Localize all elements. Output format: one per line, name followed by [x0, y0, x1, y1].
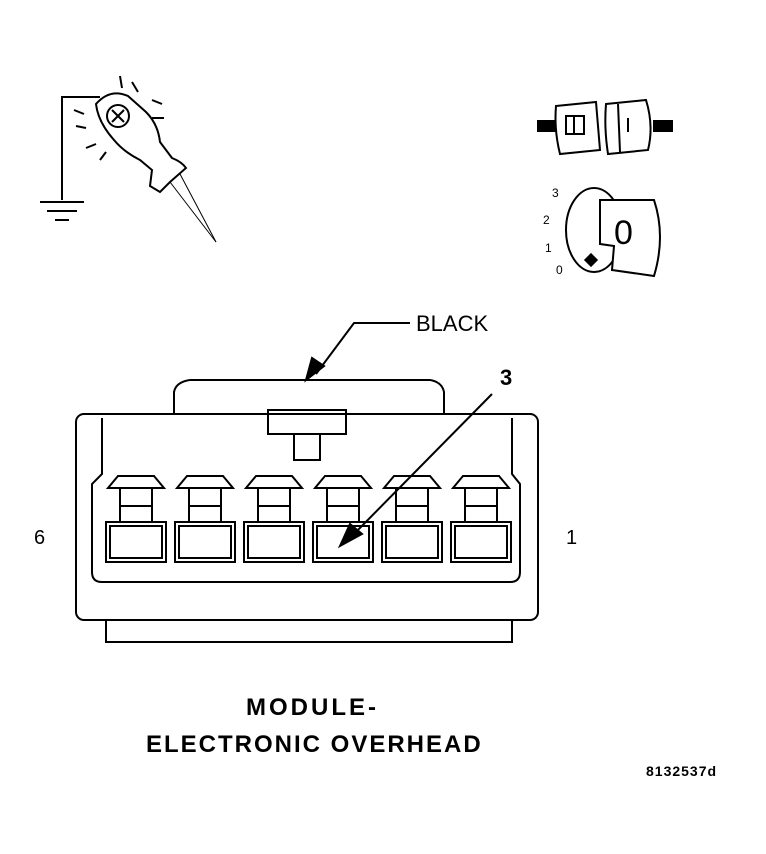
figure-id: 8132537d — [646, 763, 718, 779]
ignition-position-3: 3 — [552, 186, 559, 200]
pin-cavity — [450, 475, 512, 563]
ignition-switch-icon — [565, 187, 661, 278]
connector-color-label: BLACK — [416, 311, 489, 336]
test-light-ground-icon — [40, 75, 217, 243]
pin-cavities — [105, 475, 512, 563]
pin-cavity — [312, 475, 374, 563]
pin-cavity — [174, 475, 236, 563]
disconnected-connector-icon — [537, 98, 673, 156]
callout-pin-number: 3 — [500, 365, 513, 390]
ignition-key-char: 0 — [614, 214, 633, 252]
caption-line-2: ELECTRONIC OVERHEAD — [146, 731, 483, 758]
pin-cavity — [381, 475, 443, 563]
caption-line-1: MODULE- — [246, 694, 379, 721]
ignition-position-0: 0 — [556, 263, 563, 277]
right-end-pin-number: 1 — [566, 527, 578, 549]
left-end-pin-number: 6 — [34, 527, 46, 549]
color-leader-arrow — [304, 322, 410, 383]
ignition-position-2: 2 — [543, 213, 550, 227]
pin-cavity — [105, 475, 167, 563]
ignition-position-1: 1 — [545, 241, 552, 255]
pin-cavity — [243, 475, 305, 563]
pin-callout-arrow — [337, 393, 493, 549]
connector-body — [75, 379, 539, 643]
